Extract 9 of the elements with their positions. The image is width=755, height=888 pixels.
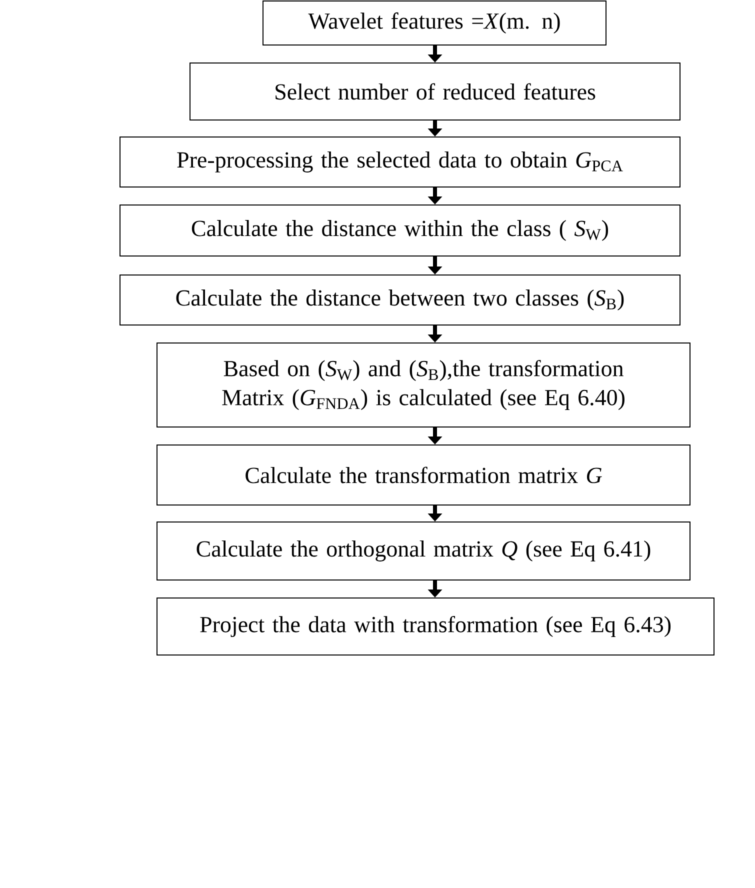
process-box: Pre-processing the selected data to obtain G$_{PCA}$ [120,136,680,188]
process-box: Select number of reduced features [190,62,680,120]
process-box: Based on (S$_{W}$) and (S$_{B}$),the transformation Matrix (G$_{FNDA}$) is calculated (see Eq 6.40) [156,342,690,428]
process-box: Calculate the distance between two classes (S$_{B}$) [120,274,680,326]
process-box: Calculate the orthogonal matrix Q (see Eq 6.41) [156,522,690,580]
process-box: Wavelet features =X(m. n) [262,0,606,46]
process-box: Project the data with transformation (see Eq 6.43) [156,598,714,656]
process-box: Calculate the transformation matrix G [156,444,690,506]
process-box: Calculate the distance within the class ( S$_{W}$) [120,204,680,256]
